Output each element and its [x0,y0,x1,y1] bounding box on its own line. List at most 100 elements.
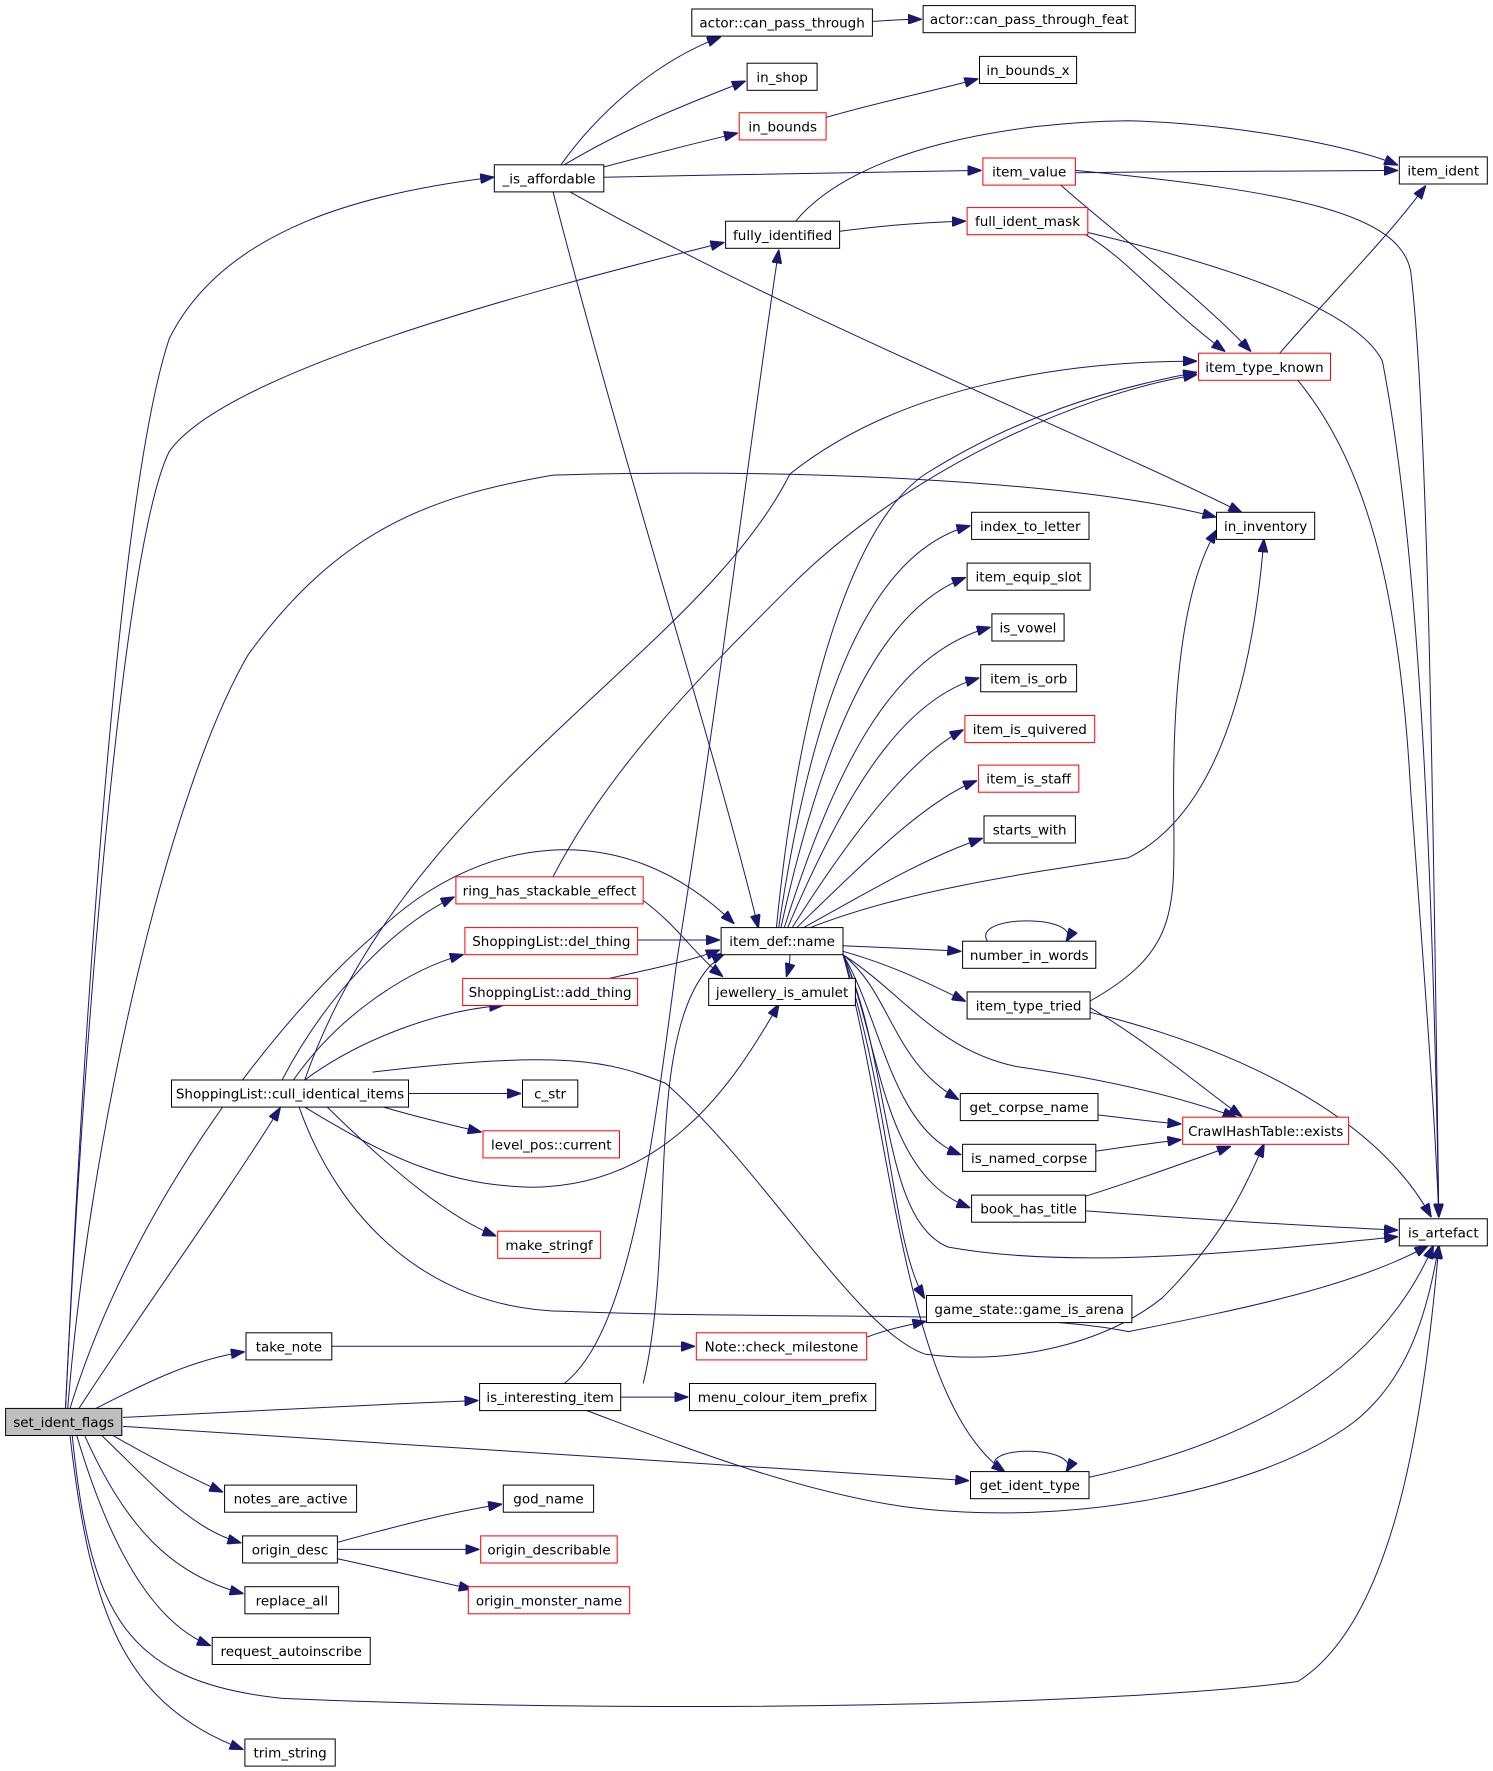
function-node-in-inventory[interactable]: in_inventory [1216,511,1316,540]
call-edge-cull-itemdef-up [304,361,1196,1081]
function-node-index-to-letter[interactable]: index_to_letter [971,511,1090,540]
node-box [971,1194,1087,1223]
function-node-ring-stack[interactable]: ring_has_stackable_effect [455,876,644,905]
edge-path [791,730,962,928]
function-node-origin-desc[interactable]: origin_desc [242,1535,338,1564]
call-edge-root-getident [122,1425,968,1480]
edge-path [775,372,1196,928]
function-node-cull[interactable]: ShoppingList::cull_identical_items [171,1079,409,1108]
function-node-can-pass[interactable]: actor::can_pass_through [691,8,873,37]
function-node-item-type-tried[interactable]: item_type_tried [966,991,1091,1020]
function-node-item-ident[interactable]: item_ident [1398,156,1488,185]
edge-path [642,900,722,977]
edge-path [1089,1011,1431,1216]
call-edge-root-notes [112,1434,223,1492]
function-node-is-affordable[interactable]: _is_affordable [493,164,605,193]
node-box [462,977,639,1007]
edge-path [1060,184,1251,351]
node-box [962,1143,1097,1172]
function-node-in-bounds[interactable]: in_bounds [738,112,827,141]
function-node-item-is-orb[interactable]: item_is_orb [980,664,1078,693]
edge-path [825,79,977,118]
node-label: item_ident [1407,164,1479,180]
edge-path [586,1246,1439,1514]
function-node-root[interactable]: set_ident_flags [5,1407,123,1437]
node-label: get_corpse_name [970,1100,1089,1116]
call-edge-origindesc-god [336,1504,501,1544]
node-box [689,1383,877,1412]
function-node-get-corpse-name[interactable]: get_corpse_name [959,1093,1099,1122]
node-label: item_type_known [1205,360,1323,376]
function-node-full-ident-mask[interactable]: full_ident_mask [966,207,1089,236]
function-node-item-is-staff[interactable]: item_is_staff [977,764,1080,793]
call-edge-root-trim [69,1435,243,1749]
node-label: ShoppingList::del_thing [472,934,630,950]
function-node-book-has-title[interactable]: book_has_title [971,1194,1087,1223]
function-node-game-is-arena[interactable]: game_state::game_is_arena [926,1295,1133,1324]
call-edge-itemdef-exists [842,954,1236,1117]
edge-path [780,578,965,928]
call-edge-itemdef-typeknown [775,372,1196,928]
function-node-level-pos-current[interactable]: level_pos::current [482,1130,620,1159]
function-node-menu-colour[interactable]: menu_colour_item_prefix [689,1383,877,1412]
function-node-request-autoinscribe[interactable]: request_autoinscribe [211,1636,371,1666]
edge-path [795,120,1398,222]
call-edge-itemdef-orb [787,678,979,928]
node-label: in_bounds [748,119,817,135]
function-node-origin-describable[interactable]: origin_describable [480,1535,618,1564]
function-node-get-ident-type[interactable]: get_ident_type [970,1471,1090,1500]
edge-path [839,221,965,232]
function-node-check-milestone[interactable]: Note::check_milestone [695,1332,868,1361]
function-node-starts-with[interactable]: starts_with [983,815,1076,844]
function-node-item-equip-slot[interactable]: item_equip_slot [966,562,1091,591]
call-edge-typeknown-artefact [1297,379,1439,1216]
call-edge-itemdef-number [842,945,960,952]
function-node-trim-string[interactable]: trim_string [244,1738,336,1767]
edge-path [552,191,758,928]
function-node-item-is-quivered[interactable]: item_is_quivered [964,715,1096,744]
node-box [959,1093,1099,1122]
function-node-is-artefact[interactable]: is_artefact [1398,1218,1488,1247]
function-node-number-in-words[interactable]: number_in_words [962,940,1097,969]
node-label: get_ident_type [980,1478,1080,1494]
function-node-in-shop[interactable]: in_shop [746,62,818,91]
function-node-item-def-name[interactable]: item_def::name [720,927,844,956]
edge-path [69,1435,243,1749]
node-box [691,8,873,37]
edge-path [842,954,960,1155]
function-node-can-pass-feat[interactable]: actor::can_pass_through_feat [922,5,1136,34]
function-node-del-thing[interactable]: ShoppingList::del_thing [464,927,639,956]
edge-path [326,1106,495,1236]
edge-path [609,950,719,979]
node-box [1398,1218,1488,1247]
call-edges [65,19,1439,1749]
node-box [1216,511,1316,540]
edge-path [985,920,1068,941]
function-node-make-stringf[interactable]: make_stringf [497,1230,601,1259]
function-node-in-bounds-x[interactable]: in_bounds_x [979,55,1078,85]
function-node-jewellery-is-amulet[interactable]: jewellery_is_amulet [708,977,856,1007]
edge-path [1075,169,1439,1216]
function-node-is-interesting-item[interactable]: is_interesting_item [479,1383,622,1412]
function-node-fully-identified[interactable]: fully_identified [725,220,841,249]
node-label: actor::can_pass_through [699,16,864,32]
function-node-god-name[interactable]: god_name [502,1484,595,1513]
function-node-origin-monster-name[interactable]: origin_monster_name [467,1586,631,1615]
function-node-is-named-corpse[interactable]: is_named_corpse [962,1143,1097,1172]
node-box [502,1484,595,1513]
function-node-c-str[interactable]: c_str [522,1079,579,1108]
function-node-take-note[interactable]: take_note [245,1332,333,1361]
function-node-item-value[interactable]: item_value [982,157,1076,186]
call-edge-itemdef-amulet [787,954,790,976]
node-box [977,764,1080,793]
node-box [962,940,1097,969]
function-node-add-thing[interactable]: ShoppingList::add_thing [462,977,639,1007]
function-node-is-vowel[interactable]: is_vowel [991,613,1065,642]
edge-path [603,133,737,168]
function-node-crawl-exists[interactable]: CrawlHashTable::exists [1182,1116,1350,1145]
call-edge-cull-del [292,955,462,1081]
call-edge-root-affordable [65,177,494,1409]
function-node-item-type-known[interactable]: item_type_known [1198,352,1331,381]
function-node-replace-all[interactable]: replace_all [244,1586,340,1615]
function-node-notes-are-active[interactable]: notes_are_active [224,1484,358,1513]
